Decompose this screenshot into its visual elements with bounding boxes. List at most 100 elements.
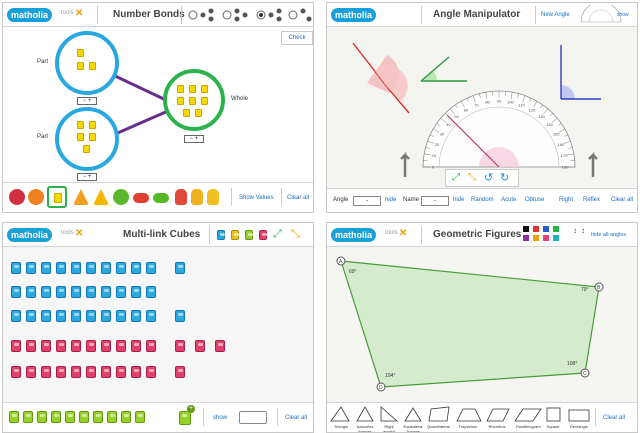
blue-cube[interactable] — [116, 262, 126, 274]
green-cube[interactable] — [93, 411, 103, 423]
yellow-cone-icon[interactable] — [93, 189, 109, 205]
blue-cube[interactable] — [146, 310, 156, 322]
color-swatch[interactable] — [553, 235, 559, 241]
color-swatch[interactable] — [543, 226, 549, 232]
isosceles-triangle-icon[interactable] — [356, 406, 374, 422]
green-cube[interactable] — [9, 411, 19, 423]
cube-workspace[interactable] — [3, 248, 313, 404]
random-button[interactable]: Random — [471, 197, 494, 203]
count-display-field[interactable] — [239, 411, 267, 424]
counter-cube[interactable] — [183, 109, 190, 117]
green-cube-train[interactable] — [9, 409, 169, 425]
blue-cube[interactable] — [116, 286, 126, 298]
counter-cube[interactable] — [77, 133, 84, 141]
gummy-bear-gold-icon[interactable] — [207, 189, 219, 205]
pink-cube[interactable] — [175, 340, 185, 352]
equilateral-triangle-icon[interactable] — [404, 407, 422, 422]
blue-cube[interactable] — [71, 310, 81, 322]
layout-radio-3[interactable] — [256, 10, 266, 20]
jellybean-green-icon[interactable] — [153, 193, 169, 203]
counter-cube[interactable] — [77, 49, 84, 57]
pink-cube[interactable] — [195, 340, 205, 352]
blue-cube[interactable] — [71, 262, 81, 274]
quadrilateral-shape[interactable] — [340, 260, 600, 388]
check-button[interactable]: Check — [281, 31, 313, 45]
color-swatch[interactable] — [533, 235, 539, 241]
blue-cube[interactable] — [41, 310, 51, 322]
red-angle-ray[interactable] — [386, 86, 410, 114]
clear-all-link[interactable]: Clear all — [287, 195, 310, 201]
blue-cube[interactable] — [41, 286, 51, 298]
angle-toggle-icon[interactable]: ↕ — [573, 226, 577, 235]
green-cube[interactable] — [121, 411, 131, 423]
blue-cube[interactable] — [56, 262, 66, 274]
red-angle-ray[interactable] — [352, 42, 388, 88]
blue-cube[interactable] — [86, 310, 96, 322]
blue-cube[interactable] — [116, 310, 126, 322]
shrink-icon[interactable]: ⤡ — [468, 172, 476, 183]
yellow-cube-tool-icon[interactable] — [231, 230, 239, 240]
clear-all-link[interactable]: Clear all — [603, 415, 626, 421]
blue-cube[interactable] — [101, 286, 111, 298]
whole-stepper[interactable]: − + — [184, 135, 204, 143]
pink-cube[interactable] — [26, 366, 36, 378]
counter-cube[interactable] — [89, 133, 96, 141]
triangle-icon[interactable] — [330, 406, 350, 422]
green-cube[interactable] — [65, 411, 75, 423]
pink-cube[interactable] — [56, 366, 66, 378]
blue-cube[interactable] — [131, 310, 141, 322]
pink-cube[interactable] — [131, 366, 141, 378]
counter-cube[interactable] — [89, 62, 96, 70]
parallelogram-icon[interactable] — [514, 408, 542, 422]
pink-cube[interactable] — [86, 366, 96, 378]
selected-tray-frame[interactable] — [47, 186, 67, 208]
tools-icon[interactable]: ✕ — [75, 8, 84, 19]
counter-cube[interactable] — [201, 85, 208, 93]
pink-cube[interactable] — [11, 366, 21, 378]
blue-cube[interactable] — [86, 286, 96, 298]
hide-all-angles-link[interactable]: hide all angles — [591, 232, 627, 238]
blue-cube[interactable] — [71, 286, 81, 298]
layout-radio-4[interactable] — [288, 10, 298, 20]
part-circle-top[interactable] — [55, 31, 119, 95]
pink-cube[interactable] — [71, 340, 81, 352]
blue-cube[interactable] — [131, 262, 141, 274]
pink-cube[interactable] — [86, 340, 96, 352]
expand-icon[interactable]: ⤢ — [273, 228, 282, 240]
blue-cube[interactable] — [86, 262, 96, 274]
protractor-arm[interactable] — [446, 114, 500, 168]
color-swatch[interactable] — [533, 226, 539, 232]
reflex-button[interactable]: Reflex — [583, 197, 601, 203]
green-ball-icon[interactable] — [113, 189, 129, 205]
right-button[interactable]: Right — [559, 197, 574, 203]
counter-cube[interactable] — [177, 97, 184, 105]
green-cube[interactable] — [37, 411, 47, 423]
blue-cube[interactable] — [101, 310, 111, 322]
blue-cube[interactable] — [101, 262, 111, 274]
blue-cube[interactable] — [146, 286, 156, 298]
counter-cube[interactable] — [189, 97, 196, 105]
blue-cube[interactable] — [56, 310, 66, 322]
obtuse-button[interactable]: Obtuse — [525, 197, 545, 203]
blue-cube[interactable] — [26, 262, 36, 274]
pink-cube[interactable] — [56, 340, 66, 352]
protractor[interactable] — [422, 90, 576, 168]
pink-cube[interactable] — [26, 340, 36, 352]
green-cube[interactable] — [135, 411, 145, 423]
color-swatch[interactable] — [523, 235, 529, 241]
part-bottom-stepper[interactable]: − + — [77, 173, 97, 181]
green-cube-tray-icon[interactable] — [179, 411, 191, 425]
pink-cube-tool-icon[interactable] — [259, 230, 267, 240]
rotate-cw-icon[interactable]: ↻ — [500, 172, 510, 184]
pink-cube[interactable] — [146, 366, 156, 378]
tools-icon[interactable]: ✕ — [75, 228, 84, 239]
blue-cube[interactable] — [11, 262, 21, 274]
blue-cube[interactable] — [11, 310, 21, 322]
pink-cube[interactable] — [41, 366, 51, 378]
counter-cube[interactable] — [77, 121, 84, 129]
rotate-left-arrow-icon[interactable] — [400, 151, 410, 177]
rhombus-icon[interactable] — [486, 408, 510, 422]
green-cube[interactable] — [51, 411, 61, 423]
layout-radio-2[interactable] — [222, 10, 232, 20]
jellybean-red-icon[interactable] — [133, 193, 149, 203]
